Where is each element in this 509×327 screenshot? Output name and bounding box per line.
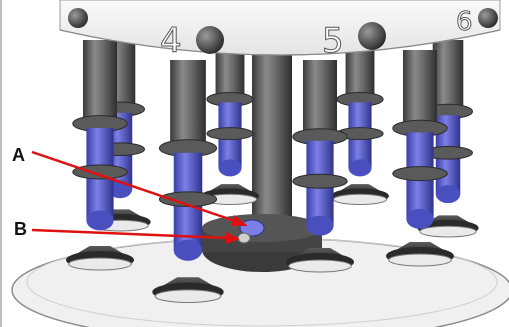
callout-arrow-b <box>31 228 240 244</box>
suction-cup-station <box>201 40 259 205</box>
suction-cup-station <box>386 50 454 267</box>
front-row-stations <box>66 40 454 304</box>
drum-knob <box>358 22 386 50</box>
drum-knob <box>478 8 498 28</box>
station-number-label: 6 <box>456 7 473 37</box>
suction-cup-station <box>66 40 134 271</box>
station-number-label: 4 <box>160 21 182 61</box>
drum-knob <box>68 8 88 28</box>
station-number-label: 5 <box>322 21 344 61</box>
highlighted-pin <box>237 219 265 244</box>
callout-arrow-a <box>31 150 248 226</box>
indexing-drum: 4 5 6 <box>59 0 501 62</box>
frame-edge <box>0 0 2 327</box>
callout-label-a: A <box>12 145 25 165</box>
suction-cup-station <box>286 60 354 273</box>
suction-cup-station <box>152 60 224 304</box>
callout-label-b: B <box>14 219 27 239</box>
drum-knob <box>196 26 224 54</box>
